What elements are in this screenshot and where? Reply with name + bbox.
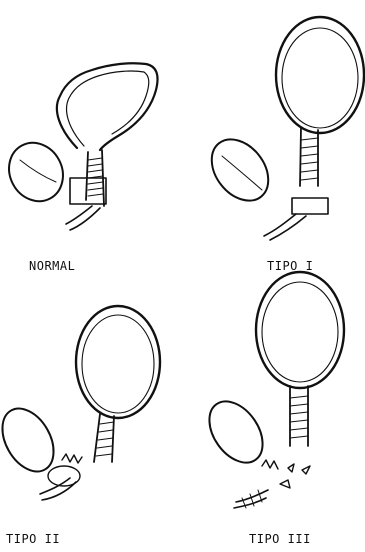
tipo1-sphincter — [292, 198, 328, 214]
tipo1-neck-folds — [301, 138, 318, 180]
tipo3-fragments — [280, 464, 310, 488]
caption-tipo-2: TIPO II — [6, 532, 60, 546]
tipo1-lobe-inner — [222, 156, 262, 190]
normal-bladder-inner — [67, 71, 149, 146]
tipo3-lobe — [198, 392, 273, 473]
panel-normal — [0, 63, 158, 230]
tipo2-bladder — [76, 306, 160, 418]
tipo2-bladder-inner — [82, 315, 154, 413]
normal-neck-folds — [88, 158, 103, 196]
tipo1-bladder — [276, 17, 364, 133]
tipo2-distal — [40, 478, 76, 500]
tipo3-distal — [234, 490, 268, 508]
normal-bladder — [57, 63, 158, 150]
caption-tipo-3: TIPO III — [249, 532, 311, 546]
panel-tipo-2 — [0, 306, 160, 500]
panel-tipo-1 — [200, 17, 364, 240]
tipo3-bladder — [256, 272, 344, 388]
tipo1-lobe — [200, 128, 280, 211]
tipo1-bladder-inner — [282, 28, 358, 128]
tipo3-break — [262, 460, 278, 469]
normal-distal — [66, 206, 100, 230]
tipo1-neck — [300, 128, 318, 186]
caption-normal: NORMAL — [29, 259, 75, 273]
normal-lobe-inner — [20, 160, 56, 182]
panel-tipo-3 — [198, 272, 344, 508]
caption-tipo-1: TIPO I — [267, 259, 313, 273]
tipo3-bladder-inner — [262, 282, 338, 382]
tipo2-break — [62, 454, 82, 463]
tipo3-neck-folds — [290, 396, 308, 438]
tipo1-distal — [264, 214, 306, 240]
